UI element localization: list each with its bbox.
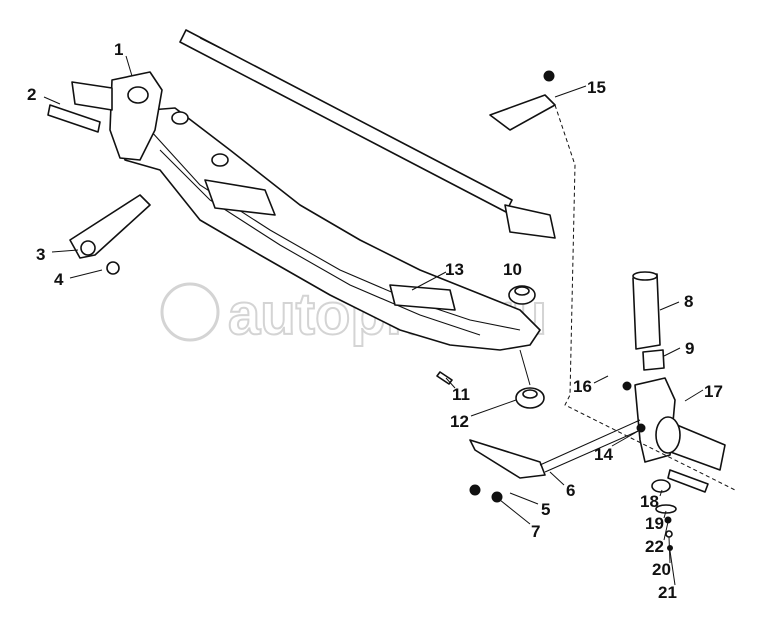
callout-7: 7: [531, 522, 540, 541]
callout-3: 3: [36, 245, 45, 264]
callout-12: 12: [450, 412, 469, 431]
lower-bushing: [515, 387, 545, 409]
left-steering-arm: [69, 194, 151, 275]
callout-6: 6: [566, 481, 575, 500]
small-fasteners: [469, 381, 677, 551]
leader-lines: [43, 55, 704, 586]
callout-13: 13: [445, 260, 464, 279]
callout-19: 19: [645, 514, 664, 533]
kingpin-bolt: [47, 104, 101, 133]
callout-5: 5: [541, 500, 550, 519]
callout-8: 8: [684, 292, 693, 311]
bushing: [642, 349, 665, 371]
callout-18: 18: [640, 492, 659, 511]
callout-1: 1: [114, 40, 123, 59]
callout-17: 17: [704, 382, 723, 401]
callout-4: 4: [54, 270, 64, 289]
callout-20: 20: [652, 560, 671, 579]
callout-2: 2: [27, 85, 36, 104]
callout-21: 21: [658, 583, 677, 602]
callout-15: 15: [587, 78, 606, 97]
pitman-arm: [489, 70, 556, 239]
callout-10: 10: [503, 260, 522, 279]
callout-14: 14: [594, 445, 613, 464]
left-steering-knuckle: [71, 71, 163, 161]
callout-9: 9: [685, 339, 694, 358]
callout-11: 11: [452, 385, 470, 404]
kingpin: [632, 271, 661, 350]
axle-beam: [109, 94, 541, 351]
callout-16: 16: [573, 377, 592, 396]
right-steering-knuckle: [634, 377, 726, 493]
upper-bushing: [508, 285, 536, 305]
tie-rod-arm: [469, 419, 646, 479]
callout-22: 22: [645, 537, 664, 556]
callout-labels: 1 2 3 4 5 6 7 8 9 10 11 12 13 14 15 16 1…: [27, 40, 723, 602]
